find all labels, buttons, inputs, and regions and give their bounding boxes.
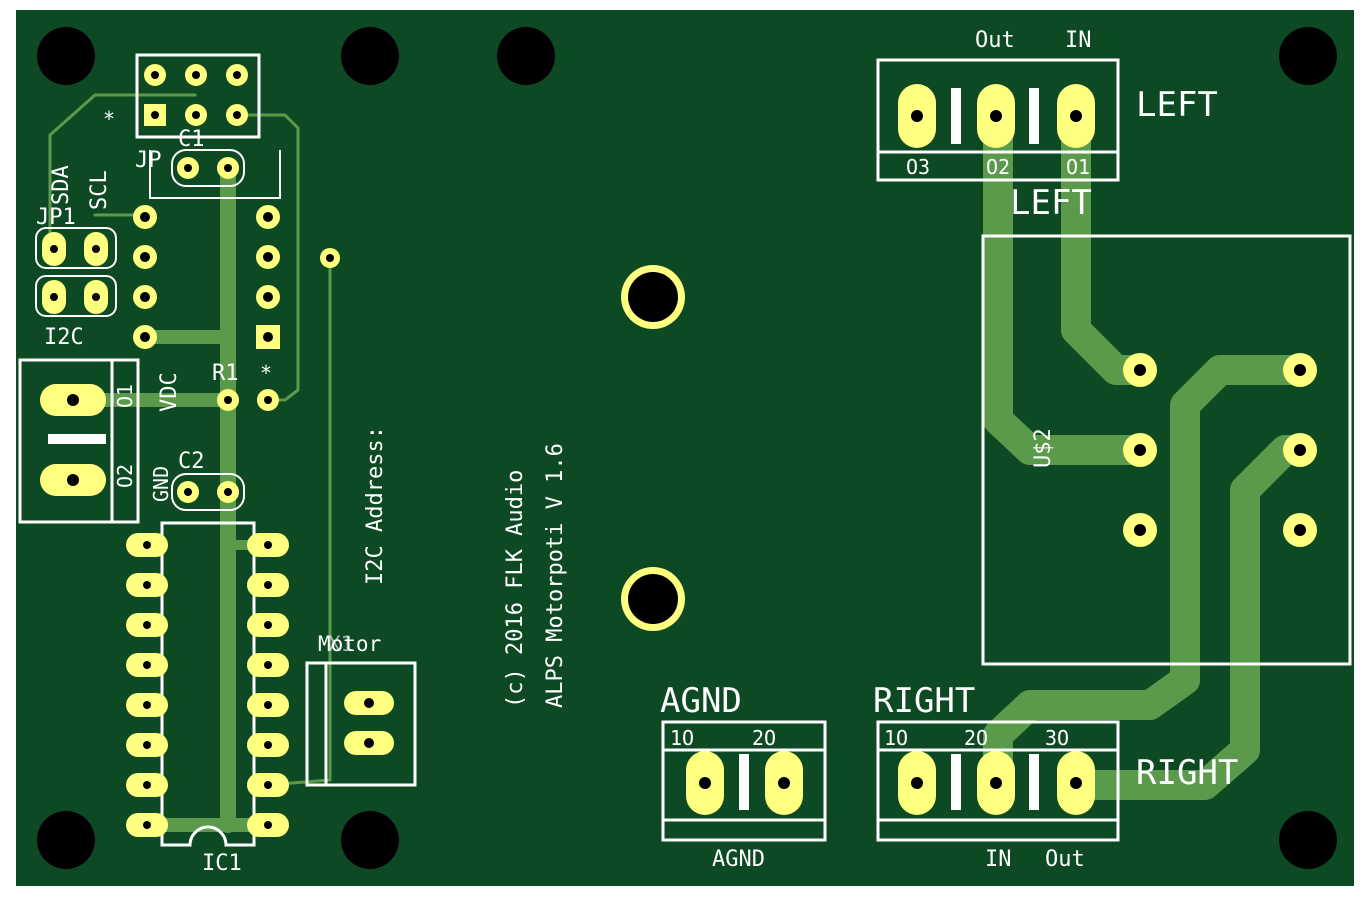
mount-hole-br [1279, 811, 1337, 869]
ic1-pads [126, 533, 289, 837]
ic-header-outline [149, 150, 281, 199]
label-x1: X1 [328, 632, 353, 656]
mount-hole-tr [1279, 27, 1337, 85]
power-connector-outline [18, 358, 140, 524]
mount-hole-tm [497, 27, 555, 85]
trace-left-o2 [983, 100, 1155, 465]
label-agnd-bottom: AGND [712, 847, 765, 872]
label-vdc: VDC [157, 372, 182, 412]
label-c2: C2 [178, 449, 205, 474]
label-copyright: (c) 2016 FLK Audio [503, 470, 528, 708]
agnd-connector-outline [661, 720, 827, 842]
label-left-in: IN [1065, 28, 1092, 53]
label-c1: C1 [178, 127, 205, 152]
label-scl: SCL [87, 170, 112, 210]
label-motor: Motor [318, 632, 381, 656]
label-right-in: IN [985, 847, 1012, 872]
label-right-p3: 3O [1045, 726, 1069, 750]
agnd-divider [739, 754, 749, 810]
label-gnd: GND [149, 466, 173, 502]
label-left-top: LEFT [1136, 85, 1218, 125]
label-ic1: IC1 [202, 851, 242, 876]
mount-hole-bl [37, 811, 95, 869]
c2-outline [171, 473, 245, 511]
label-right-p1: 1O [884, 726, 908, 750]
label-left-o2: O2 [986, 155, 1010, 179]
label-agnd-p2: 2O [752, 726, 776, 750]
trace-right-2 [983, 355, 1315, 800]
ic1-outline [160, 521, 256, 847]
trace-jp-r1 [236, 113, 300, 402]
label-jp: JP [135, 148, 162, 173]
label-left-o3: O3 [906, 155, 930, 179]
label-product: ALPS Motorpoti V 1.6 [543, 443, 568, 708]
label-agnd-p1: 1O [670, 726, 694, 750]
label-o2: O2 [113, 464, 137, 488]
right-divider-1 [951, 754, 961, 810]
mount-hole-bm [341, 811, 399, 869]
mount-hole-tm2 [341, 27, 399, 85]
label-sda: SDA [49, 165, 74, 205]
label-jp1: JP1 [36, 205, 76, 230]
label-right-p2: 2O [964, 726, 988, 750]
pads [40, 64, 1317, 837]
potentiometer-outline [981, 234, 1352, 666]
power-connector-bar [48, 434, 106, 444]
label-star-jp: * [103, 107, 115, 131]
label-agnd-top: AGND [660, 681, 742, 721]
jp1-outline-bottom [35, 275, 117, 317]
pot-mount-hole-top [628, 272, 678, 322]
left-divider-1 [951, 88, 961, 144]
label-usd2: U$2 [1031, 428, 1056, 468]
label-right-out: Out [1045, 847, 1085, 872]
label-o1: O1 [113, 384, 137, 408]
motor-connector-outline [305, 661, 417, 787]
right-divider-2 [1029, 754, 1039, 810]
right-connector-outline [876, 720, 1120, 842]
pot-mount-hole-bottom [628, 574, 678, 624]
label-right-side: RIGHT [1136, 753, 1238, 793]
mount-hole-tl [37, 27, 95, 85]
silkscreen-outlines [18, 53, 1352, 847]
left-connector-outline [876, 58, 1120, 182]
label-i2c-address: I2C Address: [363, 426, 388, 585]
left-divider-2 [1029, 88, 1039, 144]
label-left-mid: LEFT [1010, 183, 1092, 223]
label-left-o1: O1 [1066, 155, 1090, 179]
label-star-r1: * [260, 361, 272, 385]
jp1-outline-top [35, 227, 117, 269]
label-left-out: Out [975, 28, 1015, 53]
c1-outline [171, 149, 245, 187]
mounting-holes [37, 27, 1337, 869]
silkscreen-labels: JP C1 * SDA SCL JP1 I2C O1 O2 VDC GND R1… [36, 28, 1238, 876]
trace-jp-sda [48, 93, 197, 137]
label-i2c: I2C [44, 325, 84, 350]
label-right-top: RIGHT [873, 681, 975, 721]
jp-header-outline [135, 53, 261, 139]
label-r1: R1 [212, 361, 239, 386]
